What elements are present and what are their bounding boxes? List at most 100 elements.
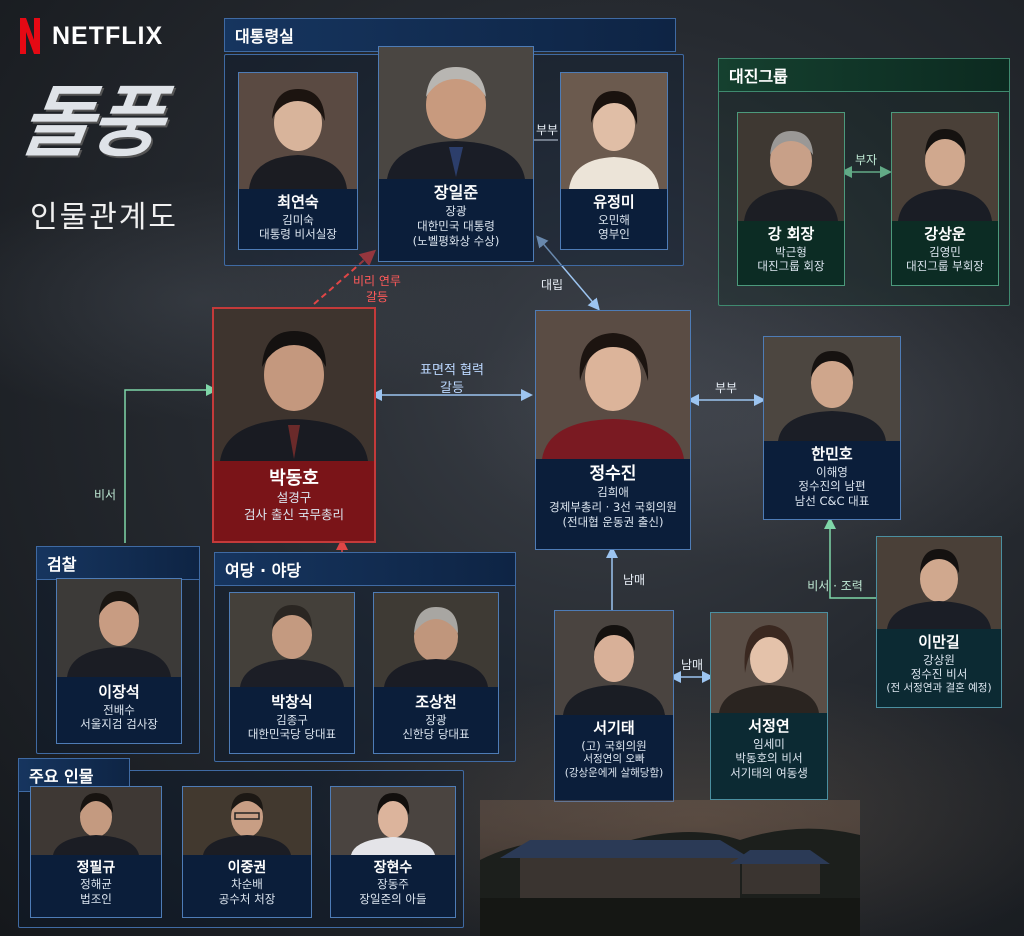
card-park-cs[interactable]: 박창식 김종구 대한민국당 당대표 <box>229 592 355 754</box>
actor-park: 설경구 <box>276 490 312 506</box>
role-han: 정수진의 남편 <box>798 479 866 494</box>
brand-name: NETFLIX <box>52 21 164 50</box>
actor-jang: 장광 <box>445 203 467 218</box>
label-siblings2: 남매 <box>680 658 704 672</box>
note-seo-jy: 서기태의 여동생 <box>730 766 808 781</box>
group-title-prosecution: 검찰 <box>36 546 200 580</box>
name-lee-jk: 이중권 <box>227 860 267 876</box>
label-secretary: 비서 <box>93 488 117 502</box>
netflix-logo-icon <box>20 18 40 54</box>
actor-jung-pg: 정해균 <box>80 877 112 892</box>
role-kang: 대진그룹 회장 <box>757 259 825 274</box>
note-seo-kt: (강상운에게 살해당함) <box>564 767 664 780</box>
card-lee-js[interactable]: 이장석 전배수 서울지검 검사장 <box>56 578 182 744</box>
portrait-icon <box>183 787 311 855</box>
name-lee-mg: 이만길 <box>918 633 960 651</box>
group-title-parties: 여당 · 야당 <box>214 552 516 586</box>
portrait-icon <box>892 113 998 221</box>
actor-cho: 장광 <box>425 712 447 727</box>
name-cho: 조상천 <box>415 693 457 711</box>
card-lee-mg[interactable]: 이만길 강상원 정수진 비서 (전 서정연과 결혼 예정) <box>876 536 1002 708</box>
label-corruption-line1: 비리 연루 <box>353 274 401 288</box>
name-seo-jy: 서정연 <box>748 717 790 735</box>
card-seo-jy[interactable]: 서정연 임세미 박동호의 비서 서기태의 여동생 <box>710 612 828 800</box>
actor-choi: 김미숙 <box>282 212 314 227</box>
card-jung[interactable]: 정수진 김희애 경제부총리 · 3선 국회의원 (전대협 운동권 출신) <box>535 310 691 550</box>
name-jang: 장일준 <box>433 183 479 202</box>
portrait-icon <box>711 613 827 713</box>
actor-lee-js: 전배수 <box>103 702 135 717</box>
name-choi: 최연숙 <box>277 193 319 211</box>
card-cho[interactable]: 조상천 장광 신한당 당대표 <box>373 592 499 754</box>
label-coop-line2: 갈등 <box>440 380 464 396</box>
portrait-icon <box>331 787 455 855</box>
actor-seo-jy: 임세미 <box>753 736 785 751</box>
actor-yoo: 오민해 <box>598 212 630 227</box>
line-corruption <box>313 249 377 305</box>
name-lee-js: 이장석 <box>98 683 140 701</box>
role-jung-pg: 법조인 <box>80 892 112 907</box>
card-kang[interactable]: 강 회장 박근형 대진그룹 회장 <box>737 112 845 286</box>
role-lee-js: 서울지검 검사장 <box>80 717 158 732</box>
label-corruption-line2: 갈등 <box>365 290 389 305</box>
label-corruption: 비리 연루 갈등 <box>342 273 412 305</box>
card-han[interactable]: 한민호 이해영 정수진의 남편 남선 C&C 대표 <box>763 336 901 520</box>
actor-park-cs: 김종구 <box>276 712 308 727</box>
actor-jang-hs: 장동주 <box>377 877 409 892</box>
card-choi[interactable]: 최연숙 김미숙 대통령 비서실장 <box>238 72 358 250</box>
label-coop-line1: 표면적 협력 <box>420 363 484 378</box>
portrait-icon <box>374 593 498 687</box>
card-park[interactable]: 박동호 설경구 검사 출신 국무총리 <box>212 307 376 543</box>
name-jung-pg: 정필규 <box>76 860 116 876</box>
card-lee-jk[interactable]: 이중권 차순배 공수처 처장 <box>182 786 312 918</box>
portrait-icon <box>561 73 667 189</box>
role-park-cs: 대한민국당 당대표 <box>247 727 337 742</box>
portrait-icon <box>57 579 181 677</box>
role-kangsw: 대진그룹 부회장 <box>906 259 984 274</box>
label-father-son: 부자 <box>854 153 878 167</box>
card-seo-kt[interactable]: 서기태 (고) 국회의원 서정연의 오빠 (강상운에게 살해당함) <box>554 610 674 802</box>
netflix-brand: NETFLIX <box>18 18 163 54</box>
actor-kangsw: 김영민 <box>929 244 961 259</box>
actor-lee-jk: 차순배 <box>231 877 263 892</box>
actor-lee-mg: 강상원 <box>923 652 955 667</box>
actor-seo-kt: (고) 국회의원 <box>581 738 647 753</box>
blue-house-illustration <box>480 800 860 936</box>
role-jang: 대한민국 대통령 <box>417 218 495 233</box>
label-siblings1: 남매 <box>622 573 646 587</box>
portrait-icon <box>536 311 690 459</box>
role-seo-jy: 박동호의 비서 <box>735 751 803 766</box>
label-confront: 대립 <box>540 278 564 292</box>
card-jang-hs[interactable]: 장현수 장동주 장일준의 아들 <box>330 786 456 918</box>
name-kangsw: 강상운 <box>924 225 966 243</box>
role-jung: 경제부총리 · 3선 국회의원 <box>549 500 677 515</box>
card-kangsw[interactable]: 강상운 김영민 대진그룹 부회장 <box>891 112 999 286</box>
portrait-icon <box>877 537 1001 629</box>
name-park-cs: 박창식 <box>271 693 313 711</box>
portrait-icon <box>379 47 533 179</box>
note-jung: (전대협 운동권 출신) <box>562 514 664 529</box>
page-subtitle: 인물관계도 <box>30 200 178 235</box>
actor-jung: 김희애 <box>597 485 629 500</box>
name-seo-kt: 서기태 <box>593 719 635 737</box>
portrait-icon <box>555 611 673 715</box>
actor-han: 이해영 <box>816 464 848 479</box>
role-cho: 신한당 당대표 <box>402 727 470 742</box>
card-jang[interactable]: 장일준 장광 대한민국 대통령 (노벨평화상 수상) <box>378 46 534 262</box>
note-han: 남선 C&C 대표 <box>794 494 870 509</box>
portrait-icon <box>239 73 357 189</box>
label-coop: 표면적 협력 갈등 <box>402 362 502 397</box>
role-lee-jk: 공수처 처장 <box>218 892 276 907</box>
note-lee-mg: (전 서정연과 결혼 예정) <box>886 682 992 695</box>
card-yoo[interactable]: 유정미 오민해 영부인 <box>560 72 668 250</box>
label-couple1: 부부 <box>535 123 559 137</box>
name-jung: 정수진 <box>589 464 637 484</box>
label-sec-help: 비서 · 조력 <box>807 579 863 593</box>
line-secretary <box>124 384 218 543</box>
portrait-icon <box>31 787 161 855</box>
card-jung-pg[interactable]: 정필규 정해균 법조인 <box>30 786 162 918</box>
name-jang-hs: 장현수 <box>373 860 413 876</box>
portrait-icon <box>230 593 354 687</box>
portrait-icon <box>764 337 900 441</box>
role-seo-kt: 서정연의 오빠 <box>583 753 645 766</box>
